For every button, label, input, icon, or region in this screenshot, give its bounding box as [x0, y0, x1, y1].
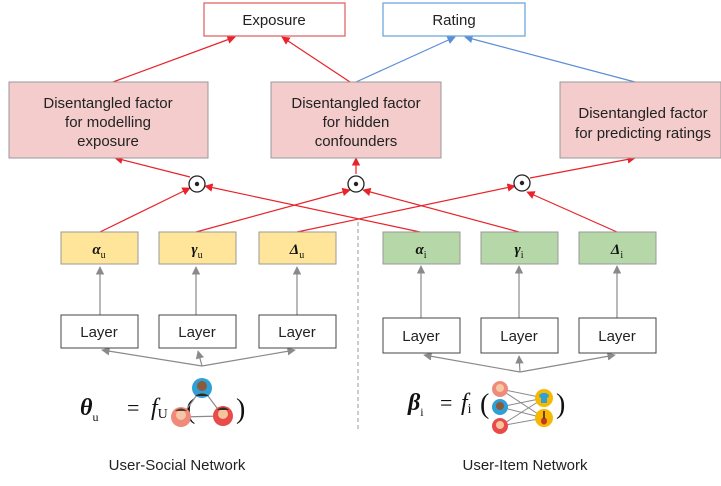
svg-text:θu: θu — [80, 395, 98, 424]
factor-box-exposure: Disentangled factor for modelling exposu… — [8, 81, 209, 159]
product-arrows — [114, 155, 636, 179]
layer-arrows — [95, 265, 622, 318]
factor-exposure-line-1: Disentangled factor — [43, 95, 172, 112]
user-vector-gamma: γu — [158, 231, 237, 265]
user-social-graph — [171, 378, 233, 427]
top-arrows — [112, 34, 636, 83]
product-node-exposure — [188, 175, 206, 193]
item-formula-close: ) — [556, 389, 565, 420]
user-formula-close: ) — [236, 394, 245, 425]
user-gamma-sub: u — [198, 250, 203, 261]
graph-arrows — [101, 347, 616, 373]
item-layer-3: Layer — [578, 317, 657, 354]
item-layer-2-label: Layer — [500, 328, 538, 345]
user-layer-3: Layer — [258, 314, 337, 349]
item-vector-delta: Δi — [578, 231, 657, 265]
factor-exposure-line-3: exposure — [77, 133, 139, 150]
user-vector-alpha: αu — [60, 231, 139, 265]
svg-text:Δi: Δi — [610, 242, 623, 261]
item-gamma-sub: i — [521, 250, 524, 261]
item-layer-3-label: Layer — [598, 328, 636, 345]
theta-symbol: θ — [80, 395, 93, 421]
user-layer-3-label: Layer — [278, 324, 316, 341]
item-formula-open: ( — [480, 389, 489, 420]
user-fn-symbol: f — [151, 395, 161, 421]
svg-text:fi: fi — [461, 390, 472, 417]
item-delta-symbol: Δ — [610, 242, 620, 258]
factor-confounder-line-3: confounders — [315, 133, 398, 150]
item-delta-sub: i — [620, 250, 623, 261]
person-avatar-icon — [492, 418, 508, 434]
factor-confounder-line-1: Disentangled factor — [291, 95, 420, 112]
rating-box: Rating — [382, 2, 526, 37]
factor-rating-line-2: for predicting ratings — [575, 125, 711, 142]
svg-text:αu: αu — [92, 242, 105, 261]
user-formula: θu = fU ( ) — [80, 394, 245, 425]
item-alpha-sub: i — [424, 250, 427, 261]
vector-arrows — [99, 183, 618, 233]
person-avatar-icon — [492, 399, 508, 415]
svg-text:γi: γi — [514, 242, 523, 261]
item-vector-gamma: γi — [480, 231, 559, 265]
item-layer-1-label: Layer — [402, 328, 440, 345]
user-layer-1-label: Layer — [80, 324, 118, 341]
rating-label: Rating — [432, 12, 475, 29]
factor-box-rating: Disentangled factor for predicting ratin… — [559, 81, 721, 159]
person-avatar-icon — [492, 381, 508, 397]
factor-confounder-line-2: for hidden — [323, 114, 390, 131]
svg-text:βi: βi — [407, 390, 424, 419]
svg-text:γu: γu — [191, 242, 202, 261]
beta-symbol: β — [407, 390, 421, 416]
factor-box-confounder: Disentangled factor for hidden confounde… — [270, 81, 442, 159]
exposure-label: Exposure — [242, 12, 305, 29]
user-fn-sub: U — [158, 407, 168, 422]
item-formula: βi = fi ( ) — [407, 389, 565, 420]
user-vector-delta: Δu — [258, 231, 337, 265]
user-layer-2-label: Layer — [178, 324, 216, 341]
user-social-network-caption: User-Social Network — [109, 457, 246, 474]
item-layer-2: Layer — [480, 317, 559, 354]
item-fn-sub: i — [468, 402, 472, 417]
item-formula-eq: = — [440, 390, 452, 415]
item-fn-symbol: f — [461, 390, 471, 416]
person-avatar-icon — [171, 407, 191, 427]
beta-sub: i — [420, 405, 424, 419]
item-gamma-symbol: γ — [514, 242, 521, 258]
user-gamma-symbol: γ — [191, 242, 198, 258]
svg-text:αi: αi — [415, 242, 426, 261]
user-alpha-symbol: α — [92, 242, 101, 258]
user-delta-sub: u — [299, 250, 304, 261]
product-node-confounder — [347, 175, 365, 193]
user-formula-open: ( — [186, 394, 195, 425]
shirt-item-icon — [535, 389, 553, 407]
theta-sub: u — [92, 410, 98, 424]
svg-text:Δu: Δu — [289, 242, 304, 261]
guitar-item-icon — [535, 409, 553, 427]
user-layer-2: Layer — [158, 314, 237, 349]
user-item-network-caption: User-Item Network — [462, 457, 588, 474]
factor-rating-line-1: Disentangled factor — [578, 105, 707, 122]
user-layer-1: Layer — [60, 314, 139, 349]
user-item-graph — [492, 381, 553, 434]
user-formula-eq: = — [127, 395, 139, 420]
product-node-rating — [513, 174, 531, 192]
exposure-box: Exposure — [203, 2, 346, 37]
item-layer-1: Layer — [382, 317, 461, 354]
user-alpha-sub: u — [101, 250, 106, 261]
person-avatar-icon — [192, 378, 212, 398]
item-vector-alpha: αi — [382, 231, 461, 265]
user-delta-symbol: Δ — [289, 242, 299, 258]
svg-text:fU: fU — [151, 395, 168, 422]
item-alpha-symbol: α — [415, 242, 424, 258]
person-avatar-icon — [213, 406, 233, 426]
factor-exposure-line-2: for modelling — [65, 114, 151, 131]
